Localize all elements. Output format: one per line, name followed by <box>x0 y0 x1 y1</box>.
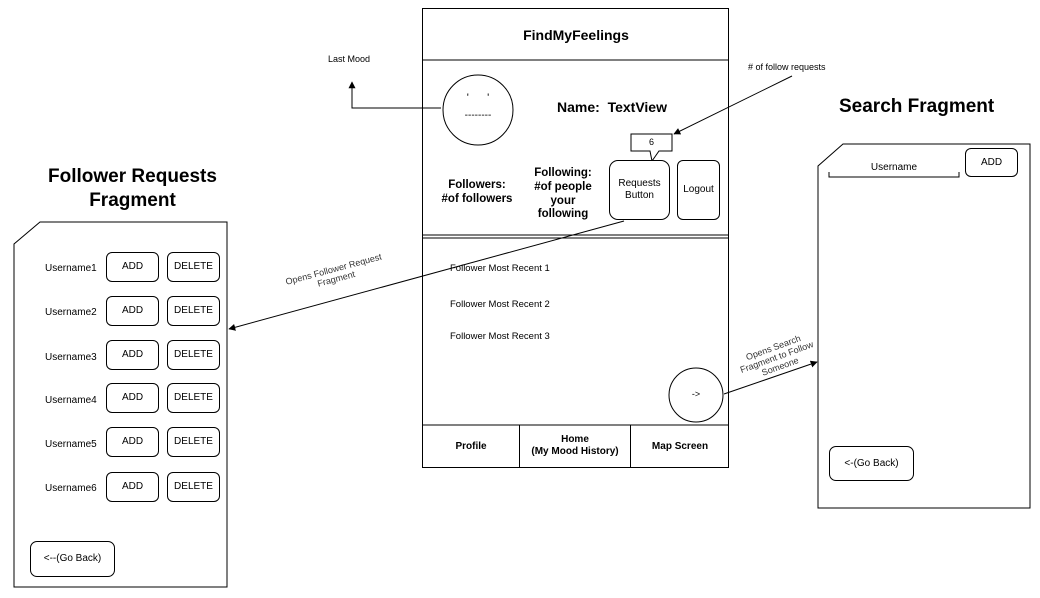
logout-button-label: Logout <box>683 184 714 195</box>
follower-row-5-add-button[interactable]: ADD <box>106 427 159 457</box>
follower-row-5-username: Username5 <box>45 439 97 450</box>
requests-button-label: Requests Button <box>618 178 661 201</box>
last-mood-annotation: Last Mood <box>328 54 371 64</box>
feed-item-2[interactable]: Follower Most Recent 2 <box>450 299 550 310</box>
follower-row-3-delete-button[interactable]: DELETE <box>167 340 220 370</box>
search-username-input[interactable]: Username <box>870 162 918 173</box>
follower-row-6-username: Username6 <box>45 483 97 494</box>
follower-fragment-title: Follower Requests Fragment <box>48 166 217 211</box>
follower-row-4-add-button[interactable]: ADD <box>106 383 159 413</box>
follower-row-2-username: Username2 <box>45 307 97 318</box>
mood-face-mouth: -------- <box>464 110 492 121</box>
follower-row-2-delete-button[interactable]: DELETE <box>167 296 220 326</box>
nav-home-label: Home (My Mood History) <box>531 433 619 458</box>
mood-face-eyes: ' ' <box>466 92 490 104</box>
follow-requests-annotation: # of follow requests <box>748 62 826 72</box>
feed-item-1[interactable]: Follower Most Recent 1 <box>450 263 550 274</box>
follower-row-1-username: Username1 <box>45 263 97 274</box>
follower-row-6-delete-button[interactable]: DELETE <box>167 472 220 502</box>
opens-search-annotation: Opens Search Fragment to Follow Someone <box>738 333 815 378</box>
logout-button[interactable]: Logout <box>677 160 720 220</box>
search-add-button[interactable]: ADD <box>965 148 1018 177</box>
feed-item-3[interactable]: Follower Most Recent 3 <box>450 331 550 342</box>
phone-frame <box>422 8 729 468</box>
followers-count: Followers: #of followers <box>441 179 513 206</box>
follower-row-5-delete-button[interactable]: DELETE <box>167 427 220 457</box>
follower-row-1-delete-button[interactable]: DELETE <box>167 252 220 282</box>
request-count-value: 6 <box>648 137 654 147</box>
nav-map-label: Map Screen <box>651 440 709 452</box>
follower-row-4-username: Username4 <box>45 395 97 406</box>
follower-row-4-delete-button[interactable]: DELETE <box>167 383 220 413</box>
nav-map-tab[interactable]: Map Screen <box>631 425 729 467</box>
requests-button[interactable]: Requests Button <box>609 160 670 220</box>
following-count: Following: #of people your following <box>534 167 592 221</box>
follower-row-6-add-button[interactable]: ADD <box>106 472 159 502</box>
nav-home-tab[interactable]: Home (My Mood History) <box>520 425 631 467</box>
search-fragment-title: Search Fragment <box>839 96 995 117</box>
follower-row-2-add-button[interactable]: ADD <box>106 296 159 326</box>
app-title: FindMyFeelings <box>523 27 629 43</box>
opens-follower-annotation: Opens Follower Request Fragment <box>284 251 383 289</box>
fab-search-button[interactable]: -> <box>691 389 701 399</box>
nav-profile-label: Profile <box>455 440 487 452</box>
profile-name-label: Name: TextView <box>557 99 667 115</box>
follower-row-3-add-button[interactable]: ADD <box>106 340 159 370</box>
search-go-back-button[interactable]: <-(Go Back) <box>829 446 914 481</box>
follower-go-back-button[interactable]: <--(Go Back) <box>30 541 115 577</box>
follower-row-3-username: Username3 <box>45 352 97 363</box>
nav-profile-tab[interactable]: Profile <box>423 425 520 467</box>
follower-row-1-add-button[interactable]: ADD <box>106 252 159 282</box>
